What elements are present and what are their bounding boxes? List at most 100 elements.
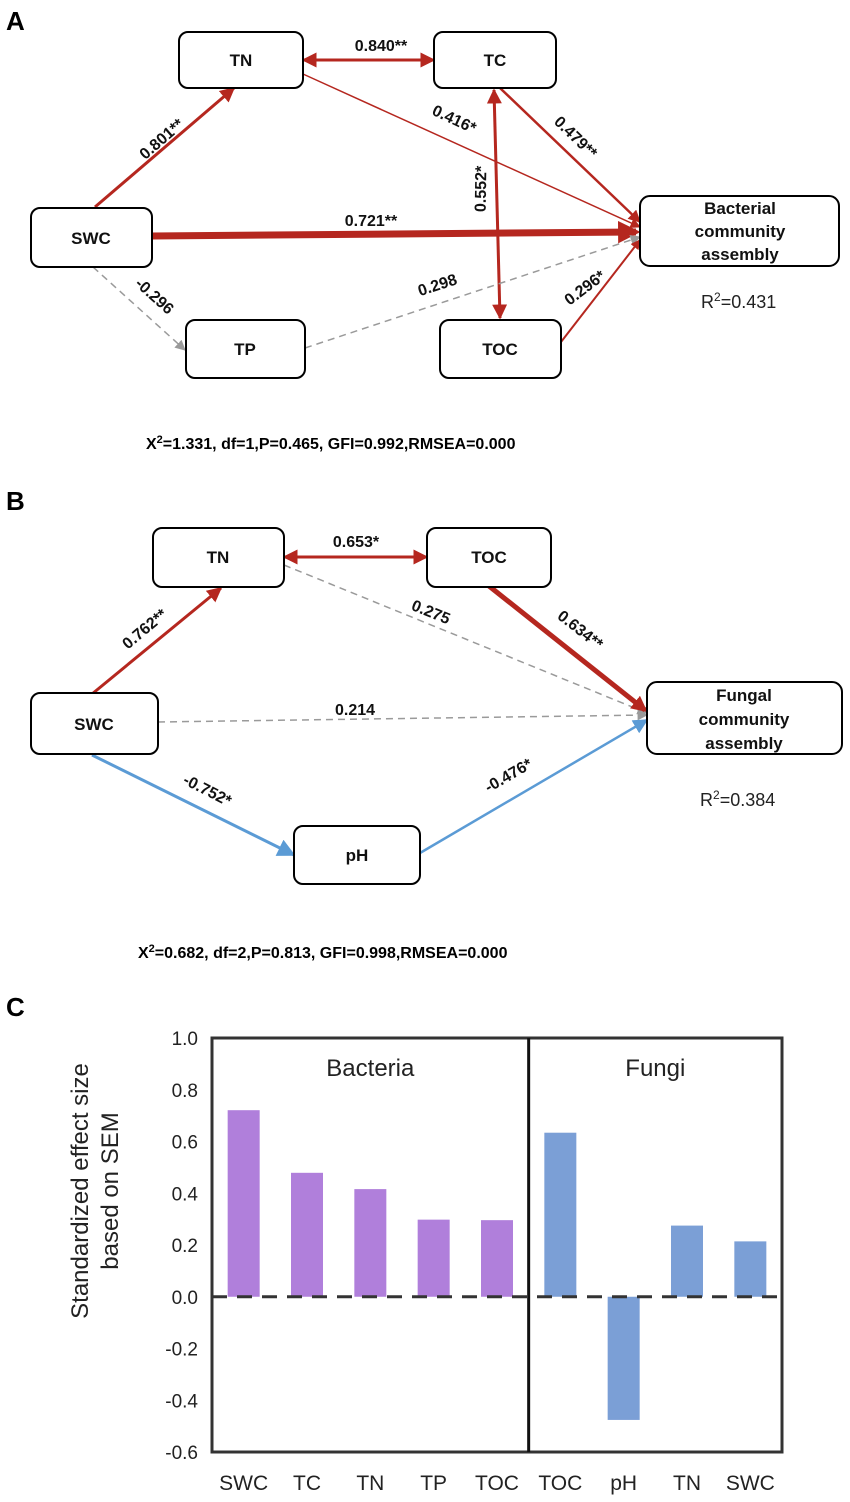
category-label-bacteria-tc: TC [293, 1472, 321, 1495]
r2-b: R2=0.384 [700, 788, 775, 810]
node-b-outcome: Fungal community assembly [646, 681, 843, 755]
panel-c-letter: C [6, 992, 25, 1022]
edge-label-b-swc-outcome: 0.214 [335, 702, 375, 719]
edge-b-swc-ph [91, 753, 296, 857]
y-tick-6: -0.2 [165, 1340, 198, 1361]
node-a-outcome-line3: assembly [701, 245, 779, 264]
edge-b-swc-outcome [157, 709, 649, 723]
category-labels: SWC TC TN TP TOC TOC pH TN SWC [219, 1472, 775, 1495]
y-tick-0: 1.0 [172, 1029, 198, 1050]
bars [227, 1110, 767, 1420]
edge-label-a-tn-tc: 0.840** [355, 38, 408, 55]
node-a-tc-label: TC [484, 51, 507, 70]
edge-b-tn-outcome [283, 564, 648, 715]
bar-bacteria-swc [227, 1110, 260, 1297]
category-label-fungi-swc: SWC [726, 1472, 775, 1495]
node-b-toc: TOC [426, 527, 552, 588]
bar-fungi-ph [607, 1296, 640, 1420]
y-tick-5: 0.0 [172, 1288, 198, 1309]
node-a-tc: TC [433, 31, 557, 89]
edge-b-ph-outcome [419, 718, 649, 855]
bar-bacteria-toc [481, 1220, 513, 1297]
node-b-tn: TN [152, 527, 285, 588]
y-axis-label-line2: based on SEM [97, 1112, 124, 1269]
node-b-outcome-line2: community [699, 710, 790, 729]
edge-label-a-tp-outcome: 0.298 [416, 271, 459, 300]
bar-fungi-toc [544, 1132, 577, 1297]
edge-label-a-tc-outcome: 0.479** [550, 113, 600, 162]
node-b-ph-label: pH [346, 846, 369, 865]
node-b-tn-label: TN [207, 548, 230, 567]
node-b-toc-label: TOC [471, 548, 507, 567]
node-a-tp: TP [185, 319, 306, 379]
edge-label-a-swc-tp: -0.296 [131, 275, 176, 318]
y-axis-label: Standardized effect size based on SEM [67, 1063, 124, 1319]
edge-a-tc-outcome [499, 87, 641, 223]
node-a-toc: TOC [439, 319, 562, 379]
node-b-ph: pH [293, 825, 421, 885]
group-label-bacteria: Bacteria [326, 1055, 415, 1082]
edge-a-tn-outcome [302, 73, 641, 228]
edge-a-swc-tp [92, 266, 186, 351]
y-tick-8: -0.6 [165, 1443, 198, 1464]
bar-fungi-swc [734, 1241, 767, 1297]
category-label-fungi-toc: TOC [538, 1472, 582, 1495]
edge-label-b-swc-tn: 0.762** [120, 606, 172, 653]
edge-a-tc-toc [486, 88, 508, 320]
y-tick-7: -0.4 [165, 1391, 198, 1412]
node-a-tn-label: TN [230, 51, 253, 70]
edge-label-a-tc-toc: 0.552* [473, 165, 491, 212]
panel-b: B TN TOC SWC pH Fungal community [6, 486, 843, 962]
panel-a-letter: A [6, 6, 25, 36]
edge-label-a-swc-outcome: 0.721** [345, 213, 398, 230]
edge-label-b-tn-toc: 0.653* [333, 534, 380, 551]
group-labels: Bacteria Fungi [326, 1055, 685, 1082]
node-a-outcome: Bacterial community assembly [639, 195, 840, 267]
edge-a-swc-outcome [151, 220, 641, 244]
bar-bacteria-tp [417, 1219, 450, 1297]
edge-label-a-swc-tn: 0.801** [137, 115, 188, 163]
category-label-bacteria-tn: TN [356, 1472, 384, 1495]
category-label-fungi-ph: pH [610, 1472, 637, 1495]
node-b-outcome-line1: Fungal [716, 686, 772, 705]
node-a-outcome-line2: community [695, 222, 786, 241]
edge-label-b-swc-ph: -0.752* [180, 772, 234, 811]
edge-a-swc-tn [94, 86, 236, 209]
edge-b-toc-outcome [487, 584, 648, 712]
bar-bacteria-tn [354, 1189, 387, 1297]
category-label-bacteria-tp: TP [420, 1472, 447, 1495]
plot-frame [210, 1036, 784, 1454]
node-a-outcome-line1: Bacterial [704, 199, 776, 218]
panel-a: A TN TC SWC TP TOC [6, 6, 840, 453]
y-axis-label-line1: Standardized effect size [67, 1063, 94, 1319]
fit-stats-a: X2=1.331, df=1,P=0.465, GFI=0.992,RMSEA=… [146, 434, 516, 453]
r2-a: R2=0.431 [701, 290, 776, 312]
edge-a-tp-outcome [304, 234, 641, 349]
node-b-swc-label: SWC [74, 715, 114, 734]
node-a-tp-label: TP [234, 340, 256, 359]
edge-label-b-tn-outcome: 0.275 [409, 597, 453, 628]
y-tick-labels: 1.0 0.8 0.6 0.4 0.2 0.0 -0.2 -0.4 -0.6 [165, 1029, 198, 1464]
node-a-toc-label: TOC [482, 340, 518, 359]
category-label-bacteria-swc: SWC [219, 1472, 268, 1495]
y-tick-2: 0.6 [172, 1133, 198, 1154]
y-tick-1: 0.8 [172, 1081, 198, 1102]
category-label-bacteria-toc: TOC [475, 1472, 519, 1495]
bar-bacteria-tc [291, 1172, 323, 1297]
edge-label-a-tn-outcome: 0.416* [429, 102, 479, 137]
edge-a-toc-outcome [560, 239, 641, 343]
node-b-outcome-line3: assembly [705, 734, 783, 753]
group-label-fungi: Fungi [625, 1055, 685, 1082]
panel-b-letter: B [6, 486, 25, 516]
node-b-swc: SWC [30, 692, 159, 755]
edge-b-swc-tn [91, 586, 223, 696]
category-label-fungi-tn: TN [673, 1472, 701, 1495]
y-tick-3: 0.4 [172, 1184, 199, 1205]
fit-stats-b: X2=0.682, df=2,P=0.813, GFI=0.998,RMSEA=… [138, 943, 508, 962]
bar-fungi-tn [671, 1225, 703, 1297]
panel-c: C Standardized effect size based on SEM … [6, 992, 784, 1495]
node-a-tn: TN [178, 31, 304, 89]
node-a-swc-label: SWC [71, 229, 111, 248]
y-tick-4: 0.2 [172, 1236, 198, 1257]
